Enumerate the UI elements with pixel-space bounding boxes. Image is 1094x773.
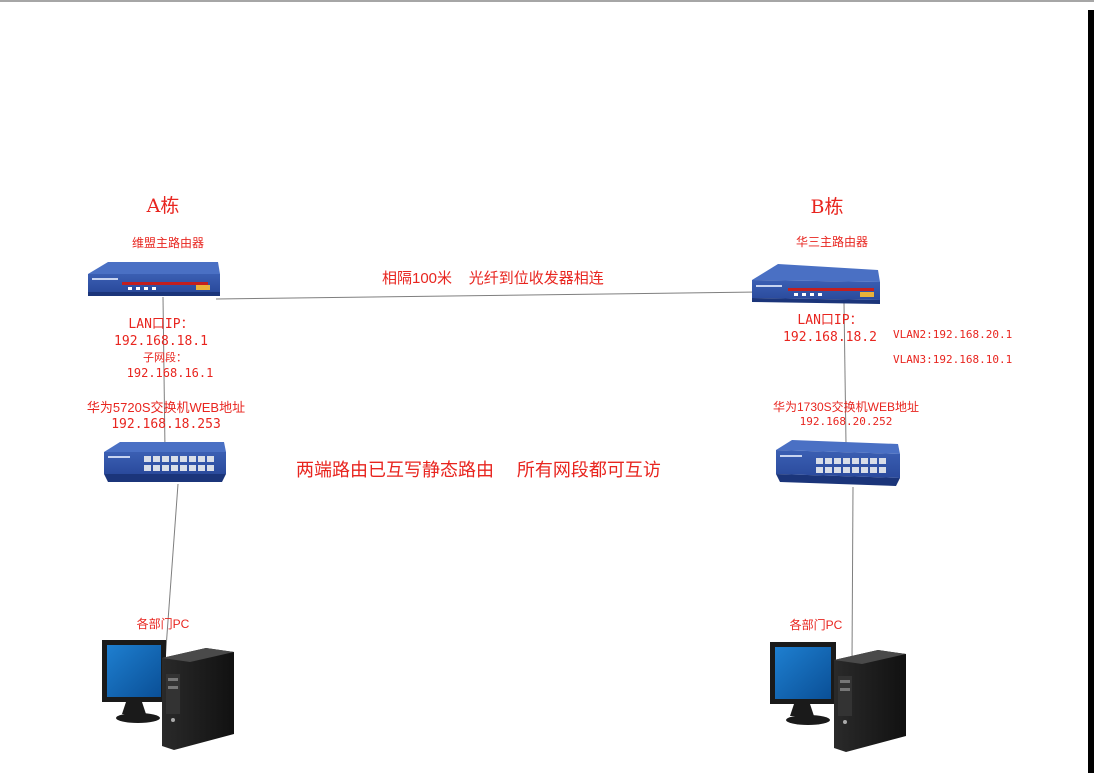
link-a-router-switch xyxy=(162,296,166,451)
pc-a-icon xyxy=(102,640,234,750)
router-a-icon xyxy=(88,262,220,296)
switch-b-label: 华为1730S交换机WEB地址 xyxy=(772,400,920,414)
router-b-name: 华三主路由器 xyxy=(795,235,869,249)
switch-b-icon xyxy=(776,440,900,486)
canvas-right-border xyxy=(1088,10,1094,773)
router-b-vlan3: VLAN3:192.168.10.1 xyxy=(893,353,1013,366)
router-b-icon xyxy=(752,264,880,304)
pc-b-icon xyxy=(770,642,906,752)
building-a-title: A栋 xyxy=(146,195,180,217)
link-b-switch-pc xyxy=(851,486,854,663)
router-b-lan-ip-label: LAN口IP： xyxy=(797,313,863,328)
router-a-lan-ip: 192.168.18.1 xyxy=(114,334,208,349)
static-route-note: 两端路由已互写静态路由 所有网段都可互访 xyxy=(296,460,661,481)
canvas-top-border xyxy=(0,0,1094,2)
router-a-name: 维盟主路由器 xyxy=(131,236,205,250)
link-a-switch-pc xyxy=(164,483,179,663)
link-b-router-switch xyxy=(843,302,847,445)
fiber-link-line xyxy=(215,291,759,300)
pc-b-label: 各部门PC xyxy=(789,618,843,632)
router-b-vlan2: VLAN2:192.168.20.1 xyxy=(893,328,1013,341)
building-b-title: B栋 xyxy=(810,196,844,218)
router-a-lan-ip-label: LAN口IP： xyxy=(128,317,194,332)
router-a-subnet-label: 子网段： xyxy=(143,351,187,364)
fiber-link-label: 相隔100米 光纤到位收发器相连 xyxy=(382,270,604,287)
switch-a-icon xyxy=(104,442,226,482)
router-b-lan-ip: 192.168.18.2 xyxy=(783,330,877,345)
pc-a-label: 各部门PC xyxy=(136,617,190,631)
switch-a-ip: 192.168.18.253 xyxy=(111,417,221,432)
router-a-subnet: 192.168.16.1 xyxy=(126,366,214,380)
switch-b-ip: 192.168.20.252 xyxy=(799,415,893,428)
switch-a-label: 华为5720S交换机WEB地址 xyxy=(86,400,246,415)
